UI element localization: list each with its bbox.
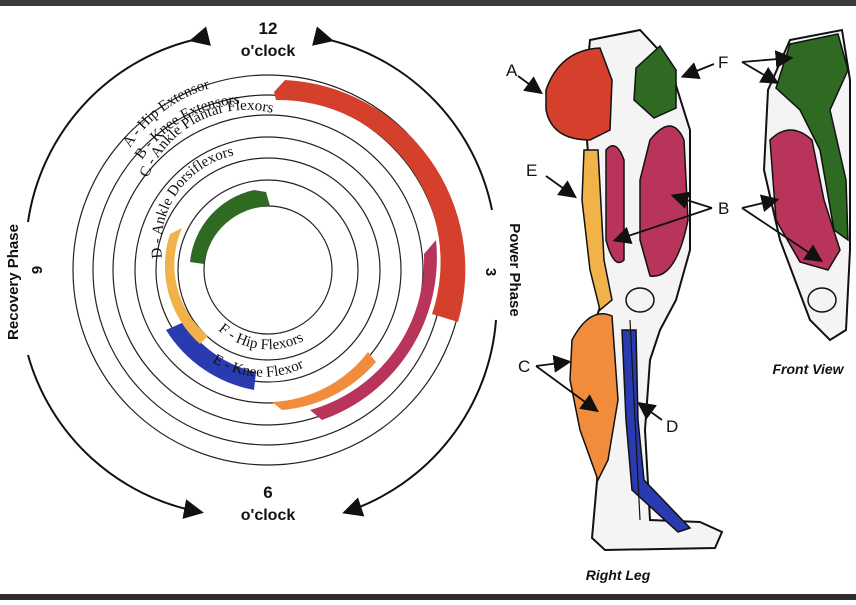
- letter-f: F: [718, 53, 728, 72]
- clock-3: 3: [482, 268, 499, 276]
- leg-muscle-hip-extensor: [545, 47, 613, 141]
- band-plantar-flexors: [272, 352, 376, 410]
- letter-a: A: [506, 61, 518, 80]
- band-hip-flexors: [190, 190, 270, 264]
- front-muscle-hip-flexor: [775, 33, 849, 242]
- letter-b: B: [718, 199, 729, 218]
- shin-line: [629, 319, 641, 521]
- power-phase-label: Power Phase: [506, 223, 523, 316]
- top-border: [0, 0, 856, 6]
- clock-6: 6: [263, 483, 272, 502]
- label-hip-flexors: F - Hip Flexors: [215, 321, 306, 354]
- arrow-9-to-6: [27, 354, 204, 519]
- clock-6-label: o'clock: [241, 507, 296, 524]
- band-hip-extensor: [274, 80, 466, 322]
- muscle-activity-bands: [164, 80, 466, 420]
- front-muscle-knee-extensor: [769, 129, 841, 271]
- leg-muscle-hip-flexor: [633, 44, 677, 119]
- caption-front-view: Front View: [772, 361, 844, 377]
- clock-12: 12: [259, 19, 278, 38]
- caption-right-leg: Right Leg: [586, 567, 651, 583]
- leg-muscle-dorsiflexor: [621, 329, 692, 533]
- callout-arrows: [517, 50, 823, 421]
- band-dorsiflexors: [166, 322, 256, 390]
- label-hip-flexors-text: F - Hip Flexors: [215, 321, 306, 354]
- leg-muscle-knee-extensor-front: [639, 125, 689, 277]
- leg-muscle-knee-extensor-back: [605, 145, 625, 264]
- front-kneecap: [807, 287, 837, 313]
- right-leg-illustration: [545, 28, 724, 552]
- leg-muscle-knee-flexor: [581, 149, 613, 312]
- letter-c: C: [518, 357, 530, 376]
- clock-12-label: o'clock: [241, 43, 296, 60]
- arrow-12-to-9: [27, 26, 211, 223]
- letter-e: E: [526, 161, 537, 180]
- front-view-illustration: [762, 28, 851, 342]
- arrow-3-to-6: [342, 319, 497, 517]
- band-knee-flexor: [164, 228, 208, 344]
- knee-joint: [625, 287, 655, 313]
- band-knee-extensors: [310, 240, 437, 420]
- clock-9: 9: [29, 266, 46, 274]
- bottom-border: [0, 594, 856, 600]
- outer-cycle-arrows: [27, 26, 497, 519]
- arrow-12-to-3: [312, 26, 493, 211]
- letter-d: D: [666, 417, 678, 436]
- recovery-phase-label: Recovery Phase: [5, 224, 22, 340]
